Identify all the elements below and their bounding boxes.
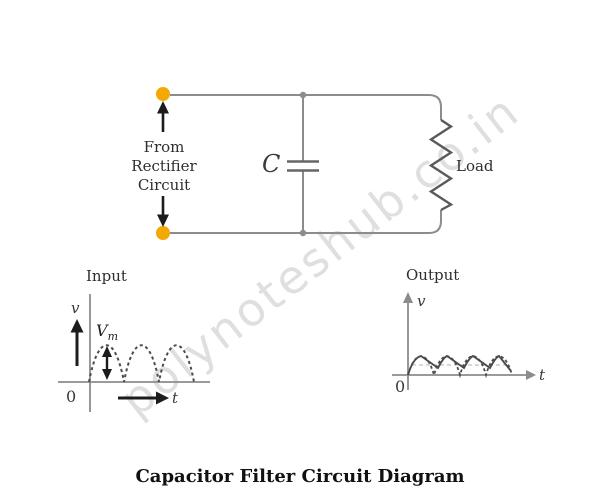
- input-rectified-waveform: [88, 344, 195, 383]
- source-label-line-2: Rectifier: [131, 157, 197, 175]
- load-label: Load: [456, 157, 494, 175]
- bottom-terminal-dot: [156, 226, 170, 240]
- bottom-junction-dot: [299, 229, 307, 237]
- source-label: From Rectifier Circuit: [131, 138, 196, 195]
- top-wire: [170, 94, 442, 120]
- source-label-line-1: From: [143, 138, 185, 156]
- up-arrow-icon: [157, 101, 169, 132]
- output-rectified-humps-waveform: [407, 355, 513, 379]
- output-y-axis-label: v: [417, 292, 426, 310]
- output-y-axis-arrowhead: [403, 292, 413, 303]
- input-t-arrow-icon: [118, 391, 169, 405]
- output-plot: [392, 292, 536, 390]
- source-label-line-3: Circuit: [137, 176, 191, 194]
- output-ripple-waveform: [407, 354, 512, 376]
- vm-label: Vm: [96, 321, 118, 343]
- input-v-arrow-icon: [70, 319, 84, 366]
- resistor-zigzag: [428, 118, 454, 212]
- capacitor-label: C: [262, 150, 281, 178]
- vm-label-subscript: m: [107, 330, 118, 344]
- top-terminal-dot: [156, 87, 170, 101]
- diagram-caption: Capacitor Filter Circuit Diagram: [135, 466, 465, 487]
- input-x-axis-label: t: [172, 389, 179, 407]
- output-x-axis-arrowhead: [526, 370, 536, 380]
- capacitor-symbol: [287, 95, 319, 233]
- input-plot-title: Input: [86, 267, 127, 285]
- bottom-wire: [170, 210, 442, 234]
- vm-label-base: V: [96, 321, 108, 340]
- output-origin-label: 0: [395, 377, 406, 396]
- down-arrow-icon: [157, 196, 169, 227]
- top-junction-dot: [299, 91, 307, 99]
- output-x-axis-label: t: [539, 366, 546, 384]
- vm-amplitude-arrow-icon: [102, 346, 112, 380]
- input-y-axis-label: v: [71, 299, 80, 317]
- circuit-schematic: [156, 87, 454, 240]
- output-plot-title: Output: [406, 266, 460, 284]
- input-origin-label: 0: [66, 387, 77, 406]
- input-plot: [58, 294, 210, 412]
